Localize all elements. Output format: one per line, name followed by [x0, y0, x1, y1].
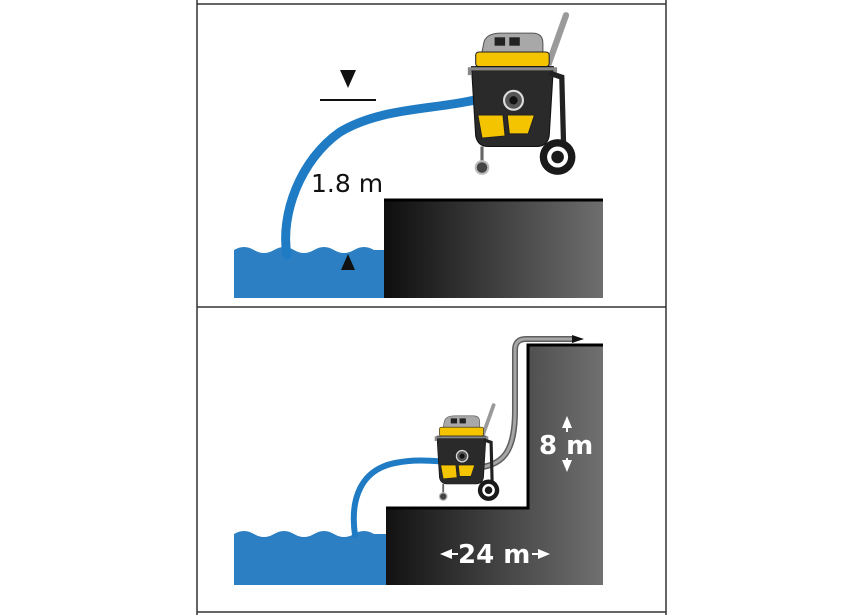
height-label-top: 1.8 m — [311, 169, 383, 198]
arrow-up-icon — [341, 254, 355, 270]
water-top — [234, 247, 384, 298]
arrow-up-small-icon — [562, 416, 572, 428]
suction-hose-bottom — [350, 457, 453, 538]
bottom-panel: 8 m 24 m — [234, 335, 603, 585]
arrow-down-small-icon — [562, 460, 572, 472]
arrow-left-icon — [440, 549, 452, 559]
platform-top — [384, 200, 603, 298]
top-panel: 1.8 m — [234, 15, 603, 298]
height-label-bottom: 8 m — [539, 431, 593, 461]
stepped-wall — [386, 345, 603, 585]
distance-label: 24 m — [458, 540, 530, 570]
arrow-down-icon — [340, 70, 356, 88]
arrow-right-icon — [538, 549, 550, 559]
outlet-arrow-icon — [572, 335, 584, 343]
suction-hose-top — [281, 95, 480, 260]
water-bottom — [234, 531, 386, 585]
vacuum-top — [469, 15, 575, 175]
vacuum-bottom — [433, 403, 502, 503]
